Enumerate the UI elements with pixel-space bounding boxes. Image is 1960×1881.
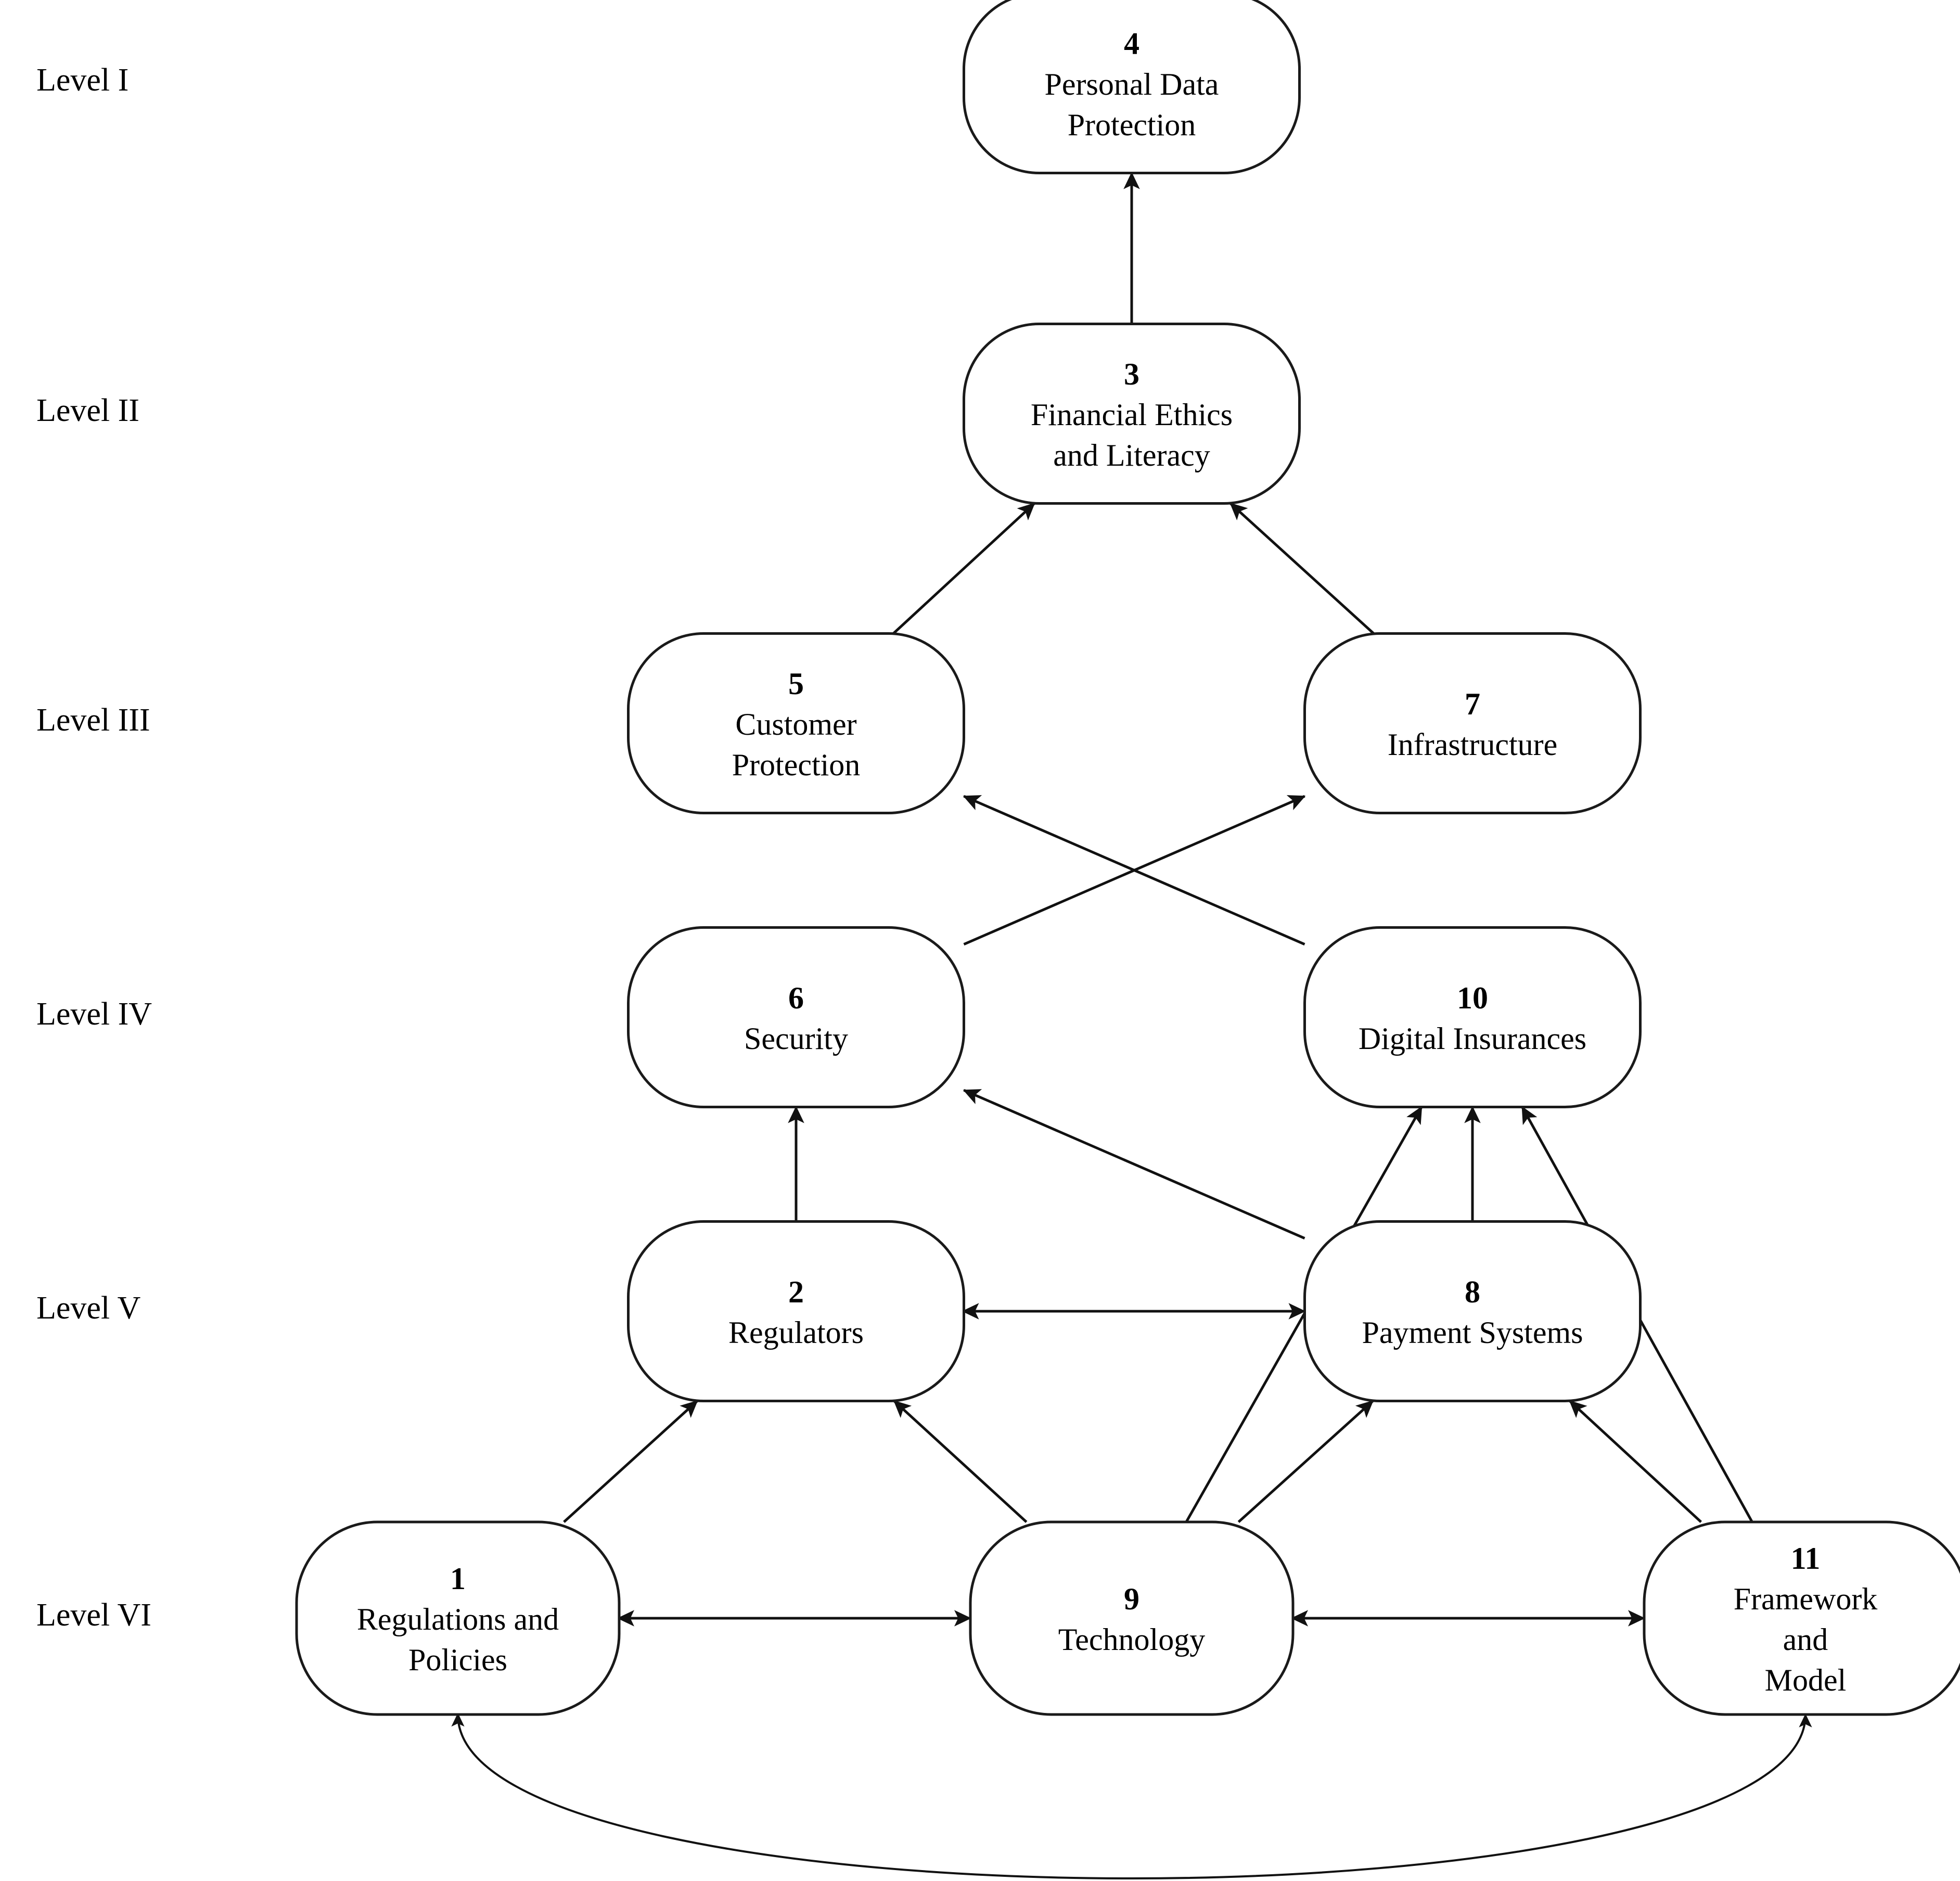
node-6-shape <box>627 926 965 1108</box>
edge-1-to-2 <box>563 1400 698 1523</box>
edge-5-to-3 <box>892 502 1035 635</box>
node-2-number: 2 <box>788 1275 804 1309</box>
level-label-4: Level IV <box>36 996 152 1032</box>
edge-1-to-11 <box>451 1712 1812 1879</box>
node-1-label-line-2: Policies <box>408 1643 507 1677</box>
level-label-3: Level III <box>36 702 150 738</box>
node-11-number: 11 <box>1791 1541 1821 1576</box>
node-5-label-line-2: Protection <box>732 748 861 782</box>
node-11-shape <box>1643 1520 1960 1716</box>
edge-9-to-8 <box>1237 1400 1374 1523</box>
node-10-label-line-1: Digital Insurances <box>1359 1021 1586 1056</box>
node-5-shape <box>627 632 965 814</box>
node-11-label-line-3: Model <box>1765 1663 1847 1697</box>
edge-8-to-6 <box>963 1089 1305 1240</box>
edge-11-to-8 <box>1569 1400 1702 1523</box>
node-6-number: 6 <box>788 981 804 1015</box>
level-label-6: Level VI <box>36 1597 151 1633</box>
level-label-5: Level V <box>36 1290 141 1326</box>
level-label-2: Level II <box>36 393 139 428</box>
node-10-number: 10 <box>1457 981 1488 1015</box>
edge-layer <box>451 172 1812 1879</box>
node-1-shape <box>295 1520 621 1716</box>
node-3-label-line-2: and Literacy <box>1053 438 1210 472</box>
level-label-1: Level I <box>36 62 129 98</box>
node-8-number: 8 <box>1465 1275 1480 1309</box>
node-10-shape <box>1303 926 1642 1108</box>
node-2-label-line-1: Regulators <box>728 1315 864 1350</box>
node-4-label-line-2: Protection <box>1068 108 1196 142</box>
edge-6-to-7 <box>963 795 1306 946</box>
node-8-shape <box>1303 1220 1642 1402</box>
node-6-label-line-1: Security <box>744 1021 848 1056</box>
node-3-shape <box>963 323 1301 505</box>
node-1-label-line-1: Regulations and <box>357 1602 559 1636</box>
node-5-number: 5 <box>788 667 804 701</box>
node-1-number: 1 <box>450 1562 466 1596</box>
node-4-shape <box>963 0 1301 174</box>
edge-7-to-3 <box>1229 502 1375 635</box>
node-8-label-line-1: Payment Systems <box>1362 1315 1583 1350</box>
node-9-number: 9 <box>1124 1582 1139 1616</box>
node-4-number: 4 <box>1124 27 1139 61</box>
node-5-label-line-1: Customer <box>735 707 856 741</box>
node-3-number: 3 <box>1124 357 1139 391</box>
node-7-label-line-1: Infrastructure <box>1388 727 1557 762</box>
node-4-label-line-1: Personal Data <box>1045 67 1219 101</box>
node-7-number: 7 <box>1465 687 1480 721</box>
node-11-label-line-2: and <box>1783 1622 1828 1657</box>
node-9-shape <box>969 1520 1295 1716</box>
node-7-shape <box>1303 632 1642 814</box>
node-11-label-line-1: Framework <box>1734 1582 1878 1616</box>
node-3-label-line-1: Financial Ethics <box>1031 398 1233 432</box>
node-2-shape <box>627 1220 965 1402</box>
level-label-column: Level I Level II Level III Level IV Level V L… <box>36 62 152 1633</box>
node-9-label-line-1: Technology <box>1058 1622 1205 1657</box>
edge-9-to-2 <box>893 1400 1028 1523</box>
